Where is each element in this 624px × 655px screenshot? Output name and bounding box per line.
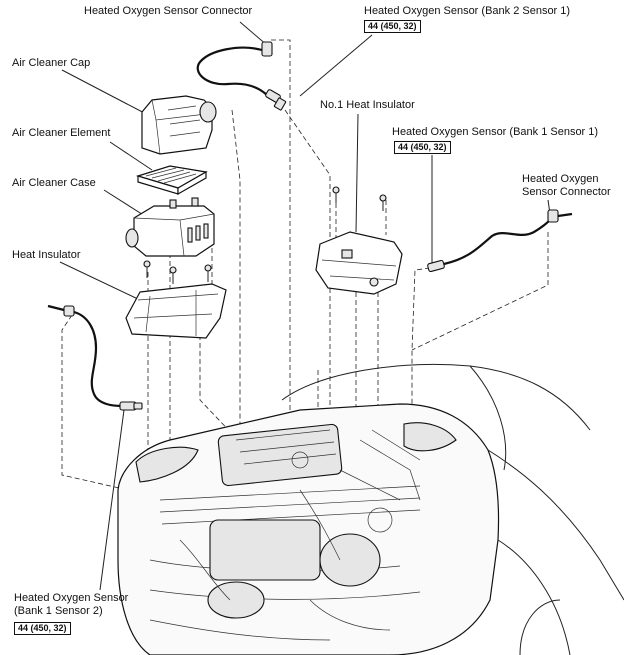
label-heated-oxygen-sensor-bank1-sensor2-line1: Heated Oxygen Sensor — [14, 592, 129, 604]
vehicle-engine-bay — [117, 364, 624, 655]
label-heated-oxygen-sensor-connector-top: Heated Oxygen Sensor Connector — [84, 5, 253, 17]
oxygen-sensor-bank1-sensor1-part — [427, 209, 573, 273]
heat-insulator-part — [125, 260, 227, 339]
oxygen-sensor-bank1-sensor2-part — [47, 304, 143, 411]
label-no1-heat-insulator: No.1 Heat Insulator — [320, 99, 415, 111]
air-cleaner-cap-part — [141, 95, 217, 155]
label-heated-oxygen-sensor-bank1-sensor1: Heated Oxygen Sensor (Bank 1 Sensor 1) — [392, 126, 599, 138]
label-heated-oxygen-sensor-bank2-sensor1: Heated Oxygen Sensor (Bank 2 Sensor 1) — [364, 5, 571, 17]
torque-spec-bank1-sensor2: 44 (450, 32) — [14, 622, 71, 635]
label-heated-oxygen-connector-right-line2: Sensor Connector — [522, 186, 611, 198]
heat-insulator-bolts — [143, 260, 212, 284]
label-air-cleaner-cap: Air Cleaner Cap — [12, 57, 91, 69]
label-air-cleaner-element: Air Cleaner Element — [12, 127, 111, 139]
no1-heat-insulator-part — [315, 186, 403, 295]
leader-lines — [59, 21, 551, 591]
torque-spec-bank2-sensor1: 44 (450, 32) — [364, 20, 421, 33]
label-heat-insulator: Heat Insulator — [12, 249, 81, 261]
air-cleaner-case-part — [125, 197, 215, 257]
air-cleaner-element-part — [135, 165, 208, 196]
label-heated-oxygen-sensor-bank1-sensor2-line2: (Bank 1 Sensor 2) — [14, 605, 103, 617]
torque-spec-bank1-sensor1: 44 (450, 32) — [394, 141, 451, 154]
oxygen-sensor-bank2-sensor1-part — [196, 41, 287, 111]
label-heated-oxygen-connector-right-line1: Heated Oxygen — [522, 173, 599, 185]
label-air-cleaner-case: Air Cleaner Case — [12, 177, 96, 189]
